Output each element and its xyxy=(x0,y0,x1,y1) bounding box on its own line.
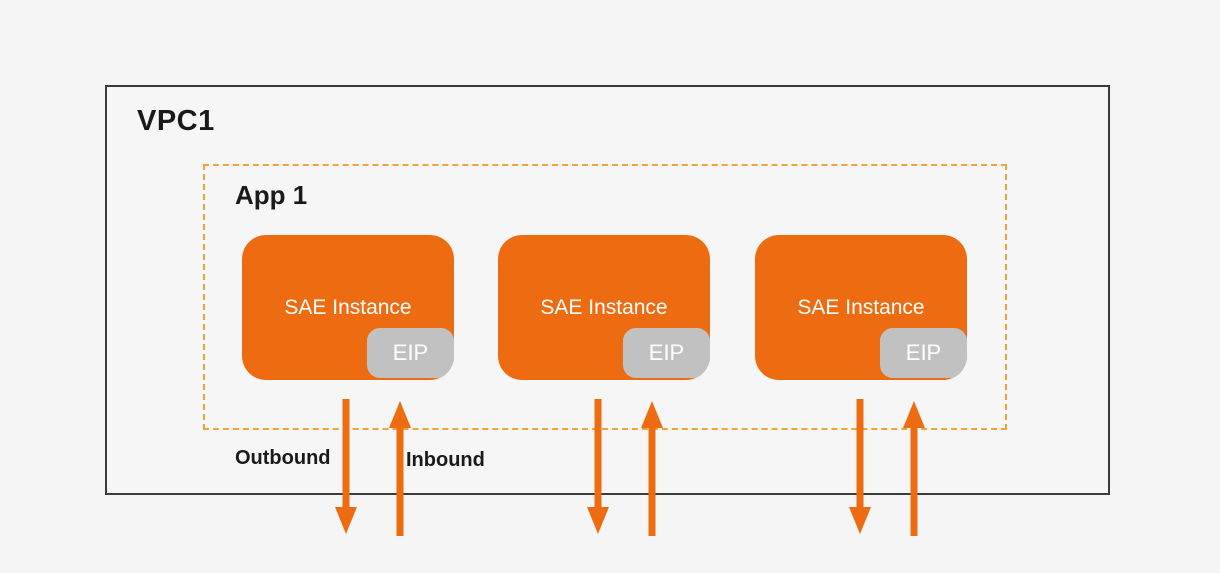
sae-instance-box: SAE Instance EIP xyxy=(755,235,967,380)
sae-instance-label: SAE Instance xyxy=(284,295,412,319)
inbound-arrow-up-icon xyxy=(388,399,412,536)
inbound-label: Inbound xyxy=(406,449,485,471)
outbound-arrow-down-icon xyxy=(848,399,872,536)
outbound-label: Outbound xyxy=(235,447,331,469)
app-label: App 1 xyxy=(235,180,308,210)
sae-instance-label: SAE Instance xyxy=(540,295,668,319)
outbound-arrow-down-icon xyxy=(586,399,610,536)
vpc-box: VPC1 App 1 SAE Instance EIP SAE Instance… xyxy=(105,85,1110,495)
inbound-arrow-up-icon xyxy=(640,399,664,536)
app-group-box: App 1 SAE Instance EIP SAE Instance EIP … xyxy=(203,164,1007,430)
sae-instance-box: SAE Instance EIP xyxy=(242,235,454,380)
inbound-arrow-up-icon xyxy=(902,399,926,536)
sae-instance-label: SAE Instance xyxy=(797,295,925,319)
eip-badge: EIP xyxy=(367,328,454,378)
outbound-arrow-down-icon xyxy=(334,399,358,536)
sae-instance-box: SAE Instance EIP xyxy=(498,235,710,380)
vpc-label: VPC1 xyxy=(137,105,215,137)
eip-badge: EIP xyxy=(623,328,710,378)
eip-badge: EIP xyxy=(880,328,967,378)
